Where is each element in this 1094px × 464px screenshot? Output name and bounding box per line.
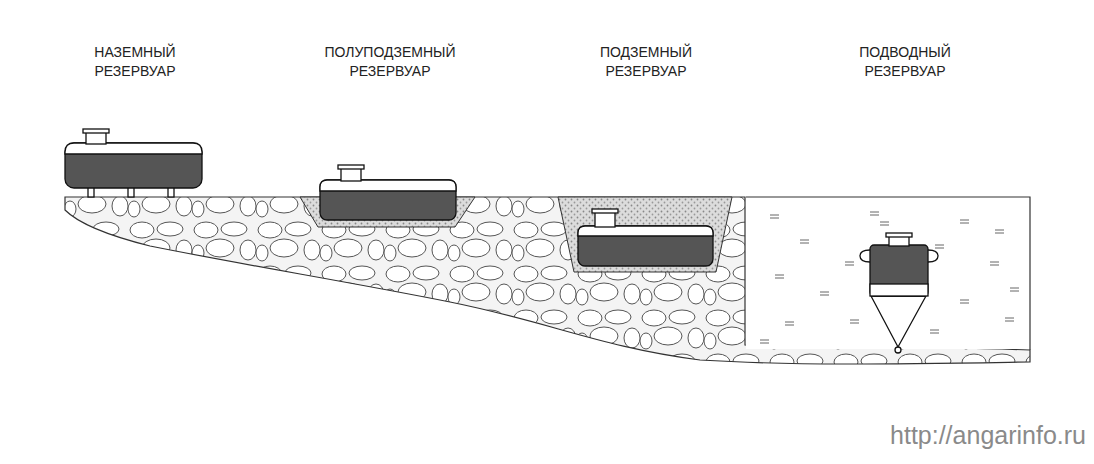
water-mark xyxy=(800,243,809,244)
water-mark xyxy=(960,220,969,221)
water-mark xyxy=(845,262,854,263)
water-mark xyxy=(995,233,1004,234)
water-mark xyxy=(845,265,854,266)
tank-type-label: НАЗЕМНЫЙ РЕЗЕРВУАР xyxy=(75,43,195,81)
water-mark xyxy=(990,265,999,266)
water-mark xyxy=(960,300,969,301)
water-mark xyxy=(935,248,944,249)
water-mark xyxy=(775,275,784,276)
water-mark xyxy=(960,223,969,224)
water-mark xyxy=(1005,321,1014,322)
water-mark xyxy=(850,323,859,324)
water-mark xyxy=(870,212,879,213)
tank-type-label: ПОДВОДНЫЙ РЕЗЕРВУАР xyxy=(845,43,965,81)
water-mark xyxy=(995,230,1004,231)
water-mark xyxy=(930,330,939,331)
water-mark xyxy=(935,245,944,246)
water-mark xyxy=(770,215,779,216)
tank-type-label: ПОЛУПОДЗЕМНЫЙ РЕЗЕРВУАР xyxy=(310,43,470,81)
water-mark xyxy=(1005,318,1014,319)
watermark: http://angarinfo.ru xyxy=(890,420,1086,450)
water-mark xyxy=(820,295,829,296)
water-mark xyxy=(1010,291,1019,292)
water-mark xyxy=(800,240,809,241)
water-mark xyxy=(930,333,939,334)
water-mark xyxy=(880,222,889,223)
water-mark xyxy=(785,322,794,323)
water-mark xyxy=(820,292,829,293)
water-mark xyxy=(1010,288,1019,289)
water-mark xyxy=(760,343,769,344)
water-mark xyxy=(775,278,784,279)
water-mark xyxy=(850,320,859,321)
tank-type-label: ПОДЗЕМНЫЙ РЕЗЕРВУАР xyxy=(586,43,706,81)
water-mark xyxy=(870,215,879,216)
water-mark xyxy=(960,303,969,304)
water-mark xyxy=(770,218,779,219)
water-mark xyxy=(785,325,794,326)
water-mark xyxy=(990,262,999,263)
water-mark xyxy=(880,225,889,226)
water-mark xyxy=(760,340,769,341)
